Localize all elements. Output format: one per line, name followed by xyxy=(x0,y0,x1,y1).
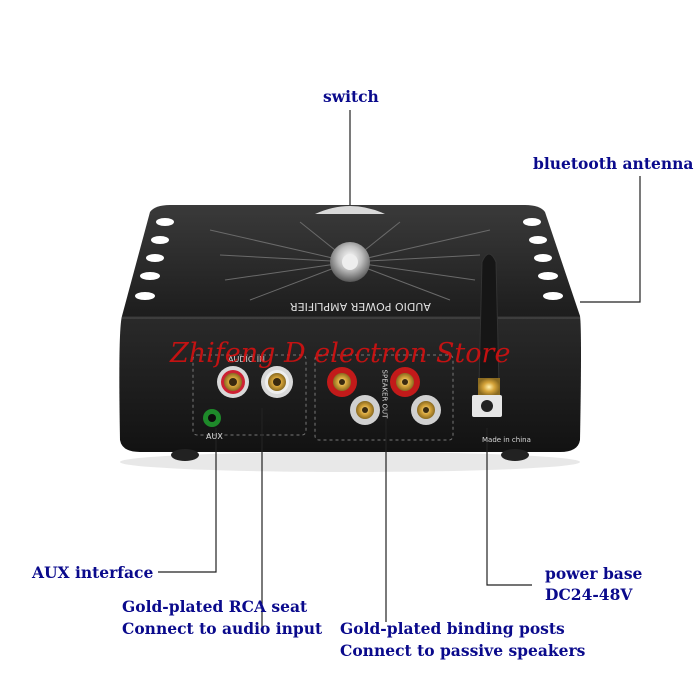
aux-port xyxy=(203,409,221,427)
binding-post-4 xyxy=(411,395,441,425)
vent-holes-right xyxy=(523,218,563,300)
label-power-base: power base xyxy=(545,564,643,583)
callout-lines xyxy=(158,110,641,628)
foot-right xyxy=(501,449,529,461)
made-in-label: Made in china xyxy=(482,436,531,444)
label-binding-connect: Connect to passive speakers xyxy=(340,641,586,660)
label-switch: switch xyxy=(323,87,379,106)
bluetooth-antenna xyxy=(478,253,500,396)
floor-shadow xyxy=(120,452,580,472)
binding-post-3 xyxy=(350,395,380,425)
label-aux-interface: AUX interface xyxy=(32,563,154,582)
label-power-voltage: DC24-48V xyxy=(545,585,633,604)
audio-in-label: AUDIO IN xyxy=(228,355,266,364)
top-dome xyxy=(315,206,385,214)
rca-jack-right xyxy=(261,366,293,398)
vent-holes-left xyxy=(135,218,174,300)
top-panel-text: AUDIO POWER AMPLIFIER xyxy=(290,300,431,313)
audio-in-panel xyxy=(192,354,307,436)
rca-jack-left xyxy=(217,366,249,398)
speaker-out-label: SPEAKER OUT xyxy=(380,369,389,419)
binding-post-2 xyxy=(390,367,420,397)
foot-left xyxy=(171,449,199,461)
label-bluetooth-antenna: bluetooth antenna xyxy=(533,154,694,173)
dc-power-jack xyxy=(472,395,502,417)
label-binding-posts: Gold-plated binding posts xyxy=(340,619,565,638)
aux-port-label: AUX xyxy=(206,432,223,441)
label-rca-seat: Gold-plated RCA seat xyxy=(122,597,308,616)
label-rca-connect: Connect to audio input xyxy=(122,619,323,638)
store-watermark: Zhifeng D electron Store xyxy=(170,338,511,369)
binding-post-1 xyxy=(327,367,357,397)
speaker-out-panel xyxy=(314,354,454,441)
